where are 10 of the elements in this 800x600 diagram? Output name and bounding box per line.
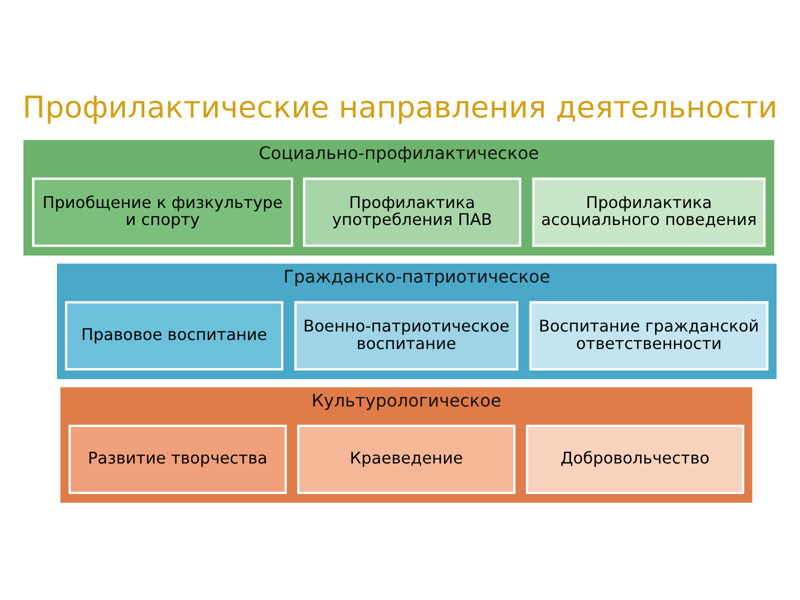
node-box: Профилактика употребления ПАВ — [302, 178, 522, 247]
node-box: Воспитание гражданской ответственности — [529, 301, 768, 370]
node-box: Профилактика асоциального поведения — [532, 178, 766, 247]
node-box: Добровольчество — [526, 424, 744, 494]
node-box: Краеведение — [297, 424, 516, 494]
diagram-title: Профилактические направления деятельности — [22, 90, 778, 126]
node-box: Военно-патриотическое воспитание — [294, 301, 518, 370]
node-box: Приобщение к физкультуре и спорту — [32, 178, 294, 247]
node-box: Развитие творчества — [68, 424, 287, 494]
node-box: Правовое воспитание — [65, 301, 284, 370]
